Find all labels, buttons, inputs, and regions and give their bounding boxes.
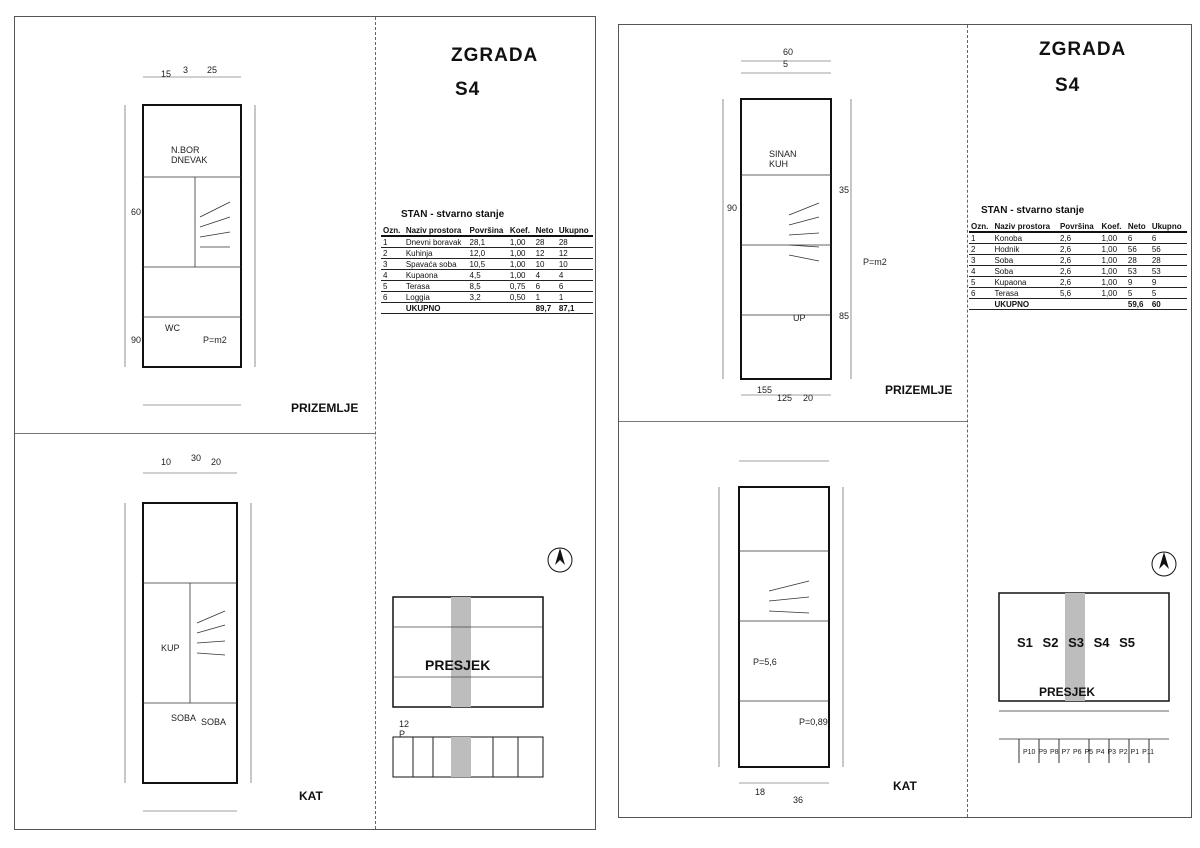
elevation-mark: S3 xyxy=(1068,635,1084,650)
elevation-label: PRESJEK xyxy=(1039,685,1096,699)
dim-bottom-2: 36 xyxy=(793,795,804,805)
room-label: P=m2 xyxy=(203,335,227,345)
elevation-mark: S1 xyxy=(1017,635,1033,650)
dim-top-2: 3 xyxy=(183,65,189,75)
dim-side-1: 60 xyxy=(131,207,142,217)
col-header: Ozn. xyxy=(969,221,993,233)
elevation-mark: S2 xyxy=(1042,635,1059,650)
parking-labels: P10 P9 P8 P7 P6 P5 P4 P3 P2 P1 P11 xyxy=(1023,749,1154,756)
col-header: Ozn. xyxy=(381,225,404,237)
dim-top-1: 60 xyxy=(783,47,794,57)
floor-plan-upper xyxy=(124,472,252,812)
sheet-subtitle: S4 xyxy=(455,79,481,100)
plan-divider xyxy=(15,433,375,434)
sheet-title: ZGRADA xyxy=(1039,39,1127,60)
plan-label-ground: PRIZEMLJE xyxy=(885,383,953,397)
sheet-subtitle: S4 xyxy=(1055,75,1081,96)
dim-top-2: 5 xyxy=(783,59,789,69)
dim-side-2: 90 xyxy=(131,335,142,345)
elevation-mark: P xyxy=(399,729,406,739)
col-header: Koef. xyxy=(1099,221,1126,233)
elevation-mark: S4 xyxy=(1093,635,1110,650)
dim-side-3: 85 xyxy=(839,311,850,321)
col-header: Ukupno xyxy=(556,225,593,237)
sheet-divider xyxy=(967,25,968,817)
col-header: Neto xyxy=(533,225,557,237)
area-table: Ozn. Naziv prostora Površina Koef. Neto … xyxy=(969,221,1187,310)
dim-bottom-top-1: 155 xyxy=(757,385,773,395)
dim-bottom-1: 18 xyxy=(755,787,766,797)
dim-bottom-top-3: 20 xyxy=(803,393,814,403)
dim-bottom-top-2: 125 xyxy=(777,393,793,403)
col-header: Površina xyxy=(467,225,508,237)
col-header: Naziv prostora xyxy=(992,221,1058,233)
dim-side-2: 35 xyxy=(839,185,850,195)
elevation-mark: 12 xyxy=(399,719,410,729)
room-label: P=5,6 xyxy=(753,657,777,667)
elevation-label: PRESJEK xyxy=(425,657,491,673)
sheet-left: ZGRADA S4 15 3 25 60 90 N.BOR DNEVAK WC … xyxy=(14,16,596,830)
building-elevation xyxy=(392,596,544,778)
plan-label-upper: KAT xyxy=(299,789,323,803)
dim-bottom-1: 10 xyxy=(161,457,172,467)
elevation-marks: S1 S2 S3 S4 S5 xyxy=(1017,635,1135,650)
plan-label-ground: PRIZEMLJE xyxy=(291,401,359,415)
elevation-mark: S5 xyxy=(1119,635,1136,650)
room-label: SOBA xyxy=(201,717,227,727)
room-label: KUP xyxy=(161,643,180,653)
sheet-divider xyxy=(375,17,376,829)
building-elevation xyxy=(998,592,1170,763)
room-label: DNEVAK xyxy=(171,155,208,165)
room-label: KUH xyxy=(769,159,789,169)
sheet-right: ZGRADA S4 60 5 90 35 85 SINAN KUH P=m2 U… xyxy=(618,24,1192,818)
col-header: Naziv prostora xyxy=(403,225,468,237)
plan-label-upper: KAT xyxy=(893,779,917,793)
room-label: SINAN xyxy=(769,149,797,159)
area-table: Ozn. Naziv prostora Površina Koef. Neto … xyxy=(381,225,593,314)
dim-top-1: 15 xyxy=(161,69,172,79)
table-title: STAN - stvarno stanje xyxy=(981,205,1085,216)
col-header: Koef. xyxy=(507,225,534,237)
floor-plan-ground xyxy=(124,76,256,406)
room-label: P=0,89 xyxy=(799,717,828,727)
sheet-title: ZGRADA xyxy=(451,45,539,66)
col-header: Neto xyxy=(1125,221,1150,233)
dim-bottom-2: 30 xyxy=(191,453,202,463)
plan-divider xyxy=(619,421,967,422)
room-label: WC xyxy=(165,323,180,333)
col-header: Ukupno xyxy=(1149,221,1187,233)
dim-bottom-3: 20 xyxy=(211,457,222,467)
north-arrow-icon xyxy=(1151,551,1177,577)
floor-plan-ground xyxy=(722,60,852,396)
room-label: P=m2 xyxy=(863,257,887,267)
dim-top-3: 25 xyxy=(207,65,218,75)
dim-side-1: 90 xyxy=(727,203,738,213)
room-label: UP xyxy=(793,313,806,323)
north-arrow-icon xyxy=(547,547,573,573)
table-title: STAN - stvarno stanje xyxy=(401,209,505,220)
col-header: Površina xyxy=(1057,221,1100,233)
floor-plan-upper xyxy=(718,460,844,784)
room-label: N.BOR xyxy=(171,145,200,155)
room-label: SOBA xyxy=(171,713,197,723)
